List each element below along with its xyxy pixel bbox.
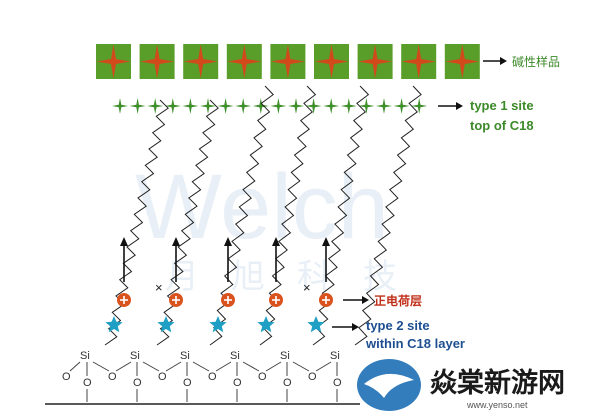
bond-line bbox=[115, 361, 132, 372]
watermark-brand: Welch bbox=[135, 156, 389, 258]
type1-site-star-icon bbox=[129, 98, 146, 114]
o-atom-label: O bbox=[233, 377, 242, 389]
basic-sample-star-icon bbox=[270, 44, 305, 79]
up-arrowhead-icon bbox=[224, 237, 232, 246]
up-arrowhead-icon bbox=[272, 237, 280, 246]
type1-site-star-icon bbox=[182, 98, 199, 114]
charge-markers: ×× bbox=[105, 237, 333, 333]
type2-site-star-icon bbox=[157, 316, 175, 333]
o-bridge-label: O bbox=[108, 371, 117, 383]
type1-site-star-icon bbox=[147, 98, 164, 114]
type1-site-star-icon bbox=[235, 98, 252, 114]
logo-url: www.yenso.net bbox=[466, 400, 528, 410]
type1-site-star-icon bbox=[358, 98, 375, 114]
bond-line bbox=[69, 361, 81, 372]
logo-bird-wing-icon bbox=[364, 373, 414, 398]
type1-site-star-icon bbox=[112, 98, 128, 114]
si-atom-label: Si bbox=[80, 350, 90, 362]
basic-sample-star-icon bbox=[140, 44, 175, 79]
type1-site-label: type 1 site bbox=[470, 98, 534, 113]
site-logo: 焱棠新游网 www.yenso.net bbox=[357, 359, 565, 411]
positive-charge-layer-label: 正电荷层 bbox=[374, 293, 422, 308]
o-atom-label: O bbox=[83, 377, 92, 389]
type1-site-star-icon bbox=[411, 98, 428, 114]
bond-line bbox=[242, 361, 260, 372]
o-atom-label: O bbox=[183, 377, 192, 389]
basic-sample-star-icon bbox=[227, 44, 262, 79]
type2-site-label: type 2 site bbox=[366, 318, 430, 333]
type1-site-star-icon bbox=[200, 98, 216, 114]
o-bridge-label: O bbox=[308, 371, 317, 383]
o-bridge-label: O bbox=[158, 371, 167, 383]
bond-line bbox=[315, 361, 332, 372]
type1-site-star-icon bbox=[376, 98, 392, 114]
basic-sample-star-icon bbox=[445, 44, 480, 79]
bond-line bbox=[192, 361, 210, 372]
type2-site-star-icon bbox=[209, 316, 227, 333]
type1-site-star-icon bbox=[217, 98, 234, 114]
basic-sample-star-icon bbox=[401, 44, 436, 79]
type1-site-star-icon bbox=[288, 98, 304, 114]
basic-sample-label: 碱性样品 bbox=[512, 54, 560, 69]
o-atom-label: O bbox=[62, 371, 71, 383]
o-bridge-label: O bbox=[208, 371, 217, 383]
type1-site-star-icon bbox=[164, 98, 181, 114]
bond-line bbox=[292, 361, 310, 372]
up-arrowhead-icon bbox=[322, 237, 330, 246]
basic-sample-star-icon bbox=[358, 44, 393, 79]
watermark-sub: 月旭科技 bbox=[165, 257, 429, 297]
o-atom-label: O bbox=[333, 377, 342, 389]
type1-site-star-icon bbox=[340, 98, 357, 114]
label-arrows bbox=[332, 57, 507, 331]
bond-line bbox=[142, 361, 160, 372]
x-mark: × bbox=[155, 280, 163, 295]
si-atom-label: Si bbox=[180, 350, 190, 362]
type1-site-star-icon bbox=[305, 98, 322, 114]
basic-sample-star-icon bbox=[96, 44, 131, 79]
si-atom-label: Si bbox=[230, 350, 240, 362]
o-atom-label: O bbox=[283, 377, 292, 389]
type1-site-star-icon bbox=[270, 98, 287, 114]
bond-line bbox=[92, 361, 110, 372]
basic-sample-star-icon bbox=[314, 44, 349, 79]
type2-site-star-icon bbox=[105, 316, 123, 333]
o-bridge-label: O bbox=[258, 371, 267, 383]
basic-sample-star-icon bbox=[183, 44, 218, 79]
type1-site-star-icon bbox=[323, 98, 340, 114]
si-atom-label: Si bbox=[330, 350, 340, 362]
type1-site-row bbox=[112, 98, 428, 114]
type1-site-star-icon bbox=[393, 98, 410, 114]
si-atom-label: Si bbox=[280, 350, 290, 362]
bond-line bbox=[215, 361, 232, 372]
x-mark: × bbox=[303, 280, 311, 295]
o-atom-label: O bbox=[133, 377, 142, 389]
logo-text: 焱棠新游网 bbox=[430, 367, 565, 399]
type2-site-star-icon bbox=[307, 316, 325, 333]
up-arrowhead-icon bbox=[172, 237, 180, 246]
type1-site-sublabel: top of C18 bbox=[470, 118, 534, 133]
bond-line bbox=[165, 361, 182, 372]
c18-chain bbox=[354, 85, 422, 346]
type1-site-star-icon bbox=[252, 98, 269, 114]
basic-sample-row bbox=[96, 44, 480, 79]
si-atom-label: Si bbox=[130, 350, 140, 362]
type2-site-sublabel: within C18 layer bbox=[365, 336, 465, 351]
bond-line bbox=[265, 361, 282, 372]
up-arrowhead-icon bbox=[120, 237, 128, 246]
type2-site-star-icon bbox=[257, 316, 275, 333]
